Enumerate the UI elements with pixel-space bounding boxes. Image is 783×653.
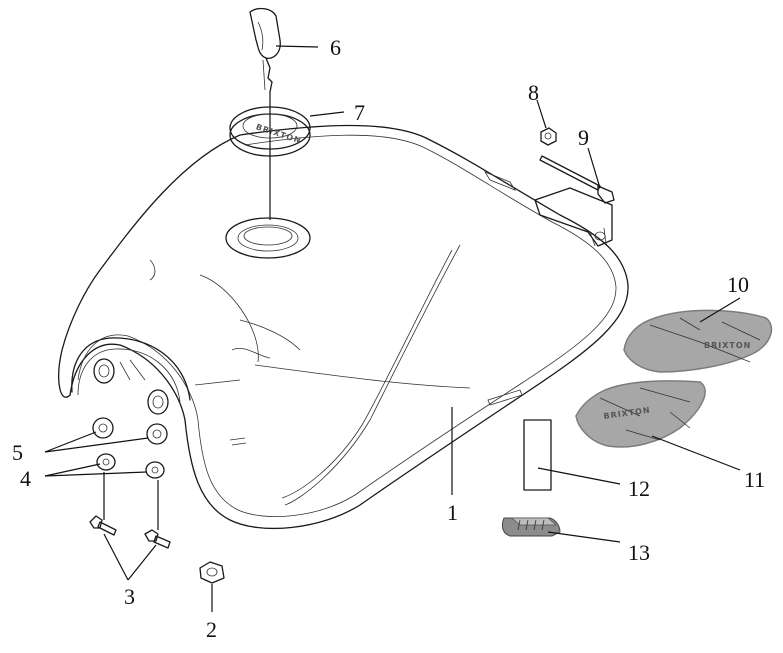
- ignition-key: [249, 7, 281, 93]
- bolts-3: [89, 515, 171, 549]
- nut-8: [540, 127, 557, 146]
- leader-4b: [44, 471, 148, 477]
- leader-4a: [44, 463, 101, 477]
- leader-11: [651, 435, 741, 471]
- knee-pad-left: BRIXTON: [575, 380, 706, 448]
- leader-3a: [103, 533, 129, 581]
- bolt-9: [539, 155, 615, 204]
- knee-pad-right: BRIXTON: [623, 309, 773, 373]
- leader-6: [275, 45, 319, 48]
- leader-5b: [44, 437, 149, 453]
- callout-1: 1: [447, 500, 458, 525]
- cap-logo-text: BRIXTON: [255, 122, 303, 145]
- callout-10: 10: [727, 272, 749, 297]
- callout-8: 8: [528, 80, 539, 105]
- callout-9: 9: [578, 125, 589, 150]
- callout-12: 12: [628, 476, 650, 501]
- leader-lines: [44, 45, 741, 612]
- leader-9: [587, 147, 601, 189]
- leader-3b: [127, 544, 157, 581]
- callout-numbers: 1 2 3 4 5 6 7 8 9 10 11 12 13: [12, 35, 765, 642]
- leader-7: [309, 111, 345, 117]
- leader-12: [537, 467, 621, 485]
- callout-13: 13: [628, 540, 650, 565]
- pad-logo-right: BRIXTON: [704, 341, 751, 350]
- label-strip: [523, 419, 552, 491]
- leader-8: [536, 99, 547, 129]
- fuel-tank: [58, 124, 629, 529]
- collars-4: [96, 453, 165, 479]
- nut-2: [199, 561, 225, 584]
- leader-10: [699, 297, 741, 323]
- callout-2: 2: [206, 617, 217, 642]
- callout-5: 5: [12, 440, 23, 465]
- leader-5a: [44, 431, 97, 453]
- leader-13: [547, 531, 621, 543]
- callout-3: 3: [124, 584, 135, 609]
- grommets-5: [92, 417, 168, 445]
- callout-6: 6: [330, 35, 341, 60]
- trim-clip: [501, 517, 561, 537]
- callout-11: 11: [744, 467, 765, 492]
- callout-7: 7: [354, 100, 365, 125]
- callout-4: 4: [20, 466, 31, 491]
